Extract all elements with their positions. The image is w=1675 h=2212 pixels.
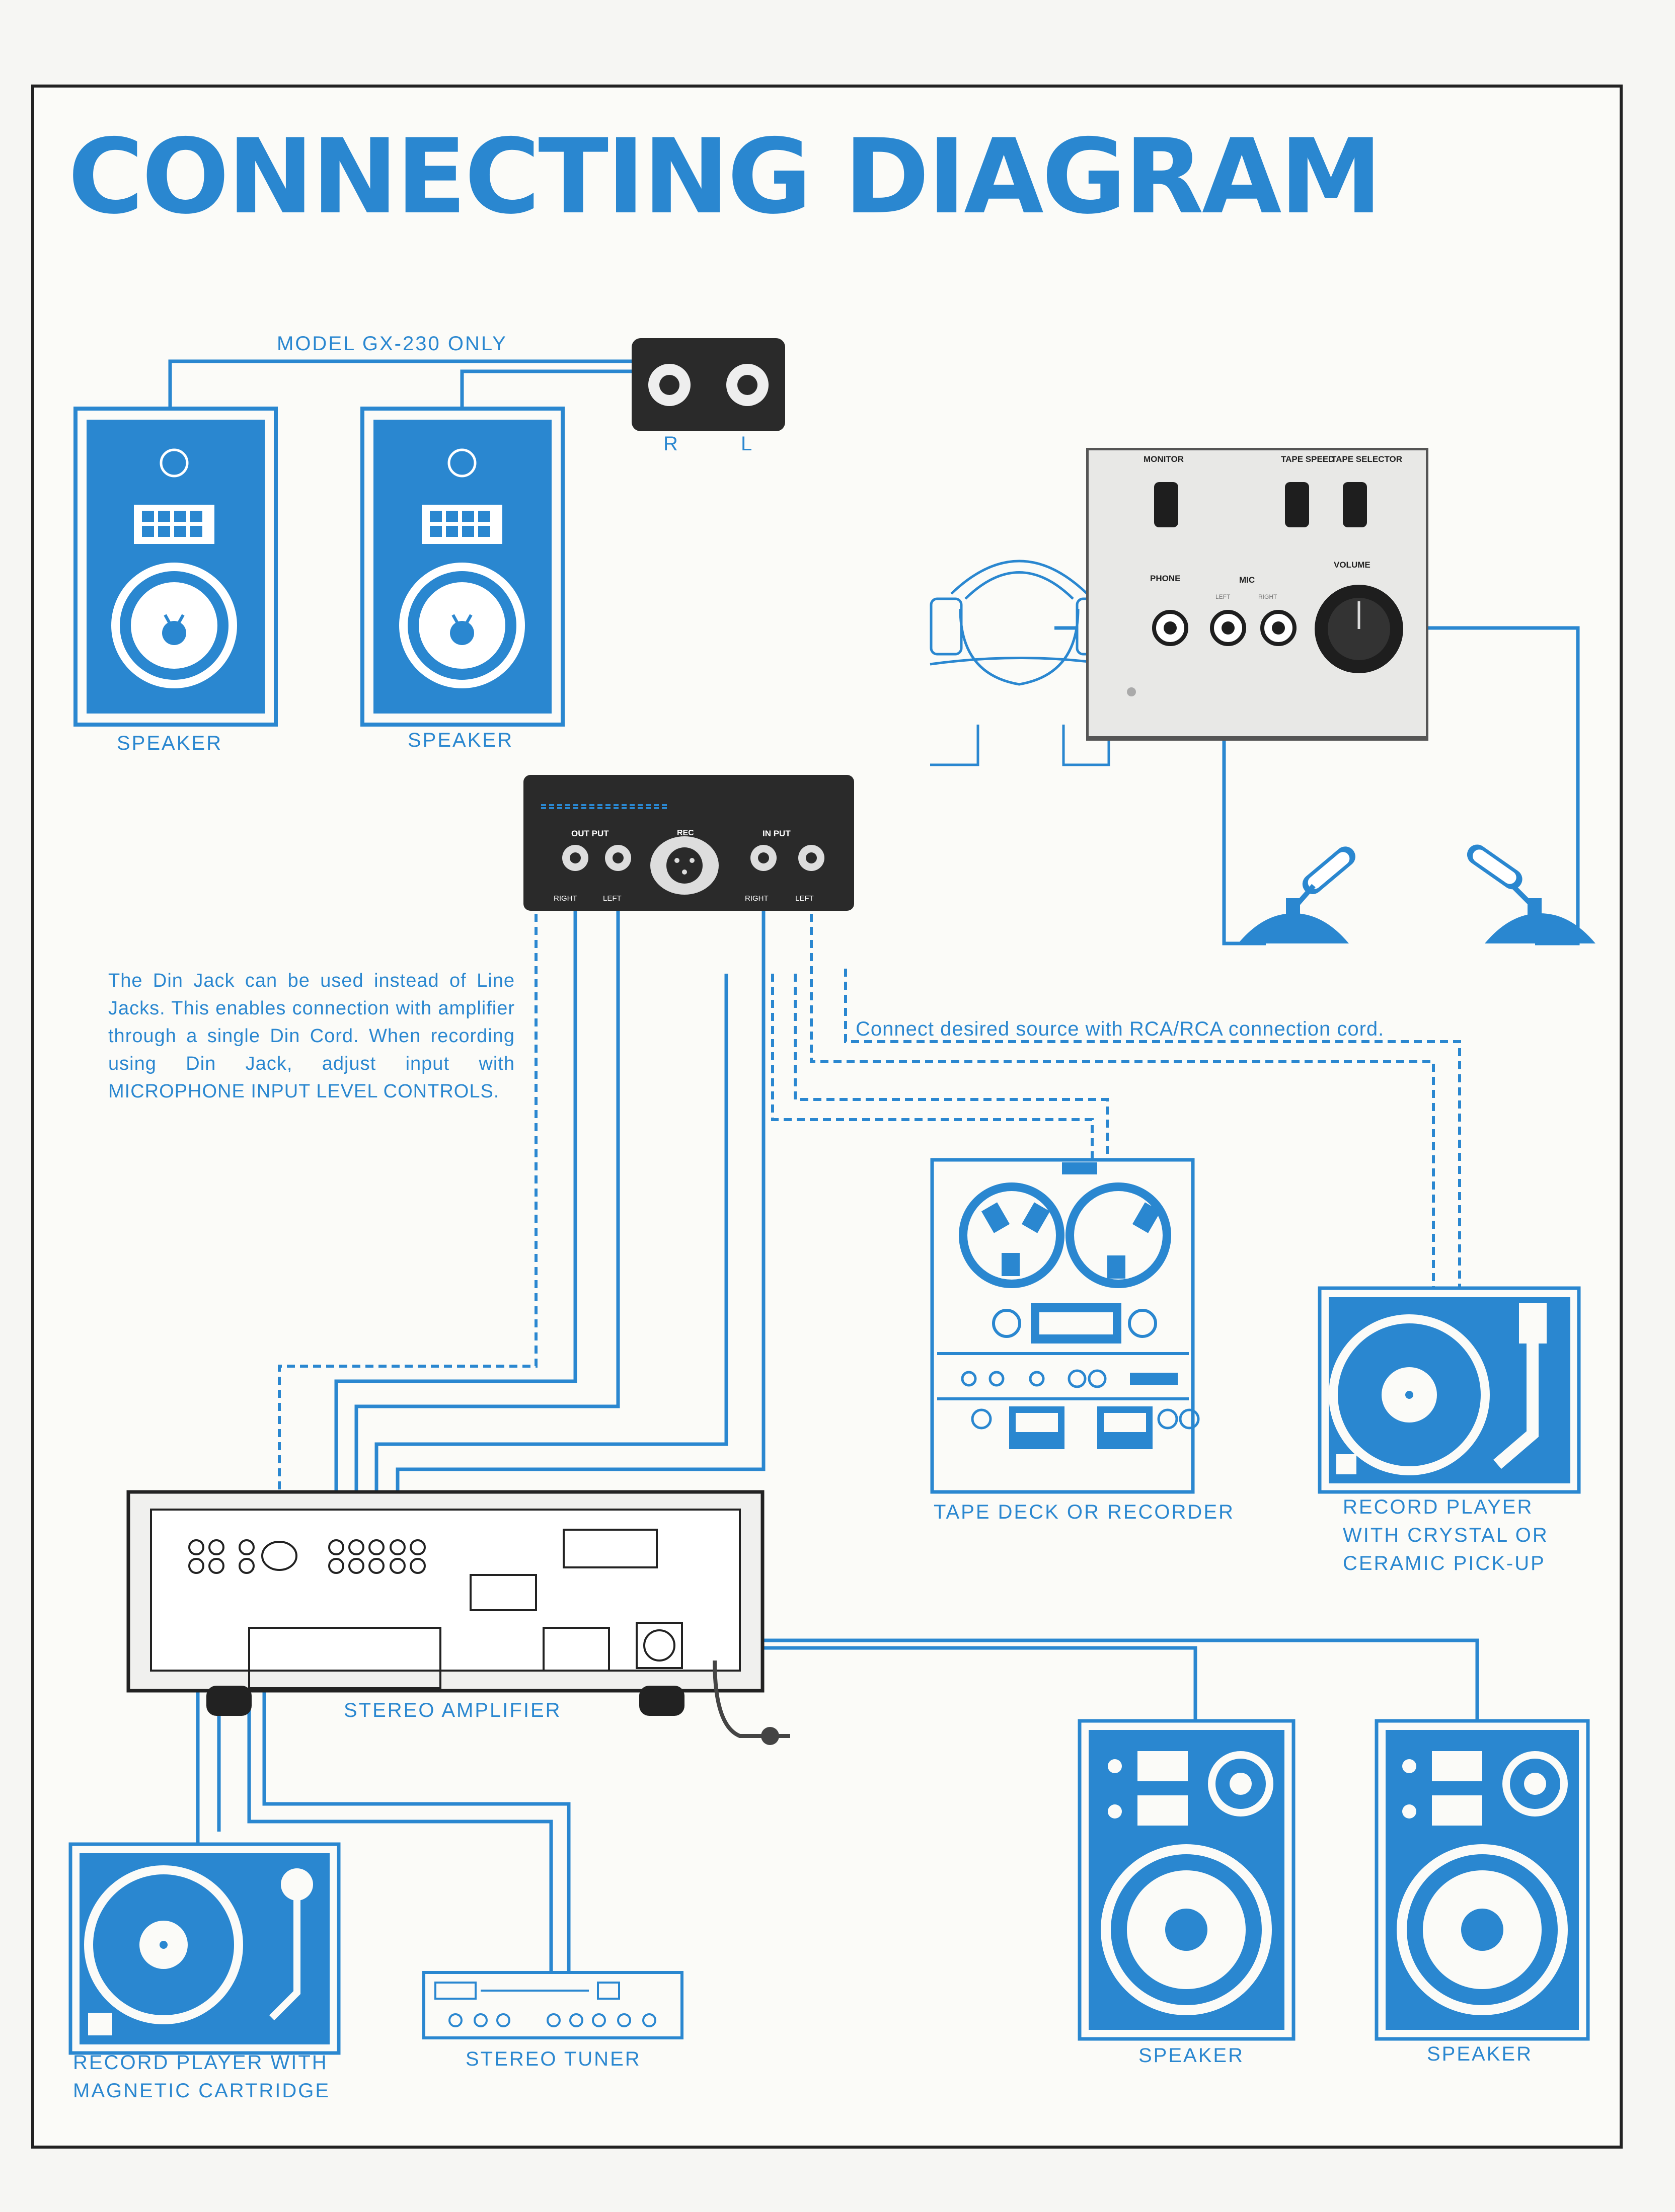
in-left-label: LEFT [795, 894, 814, 903]
io-panel: OUT PUT IN PUT REC RIGHT LEFT RIGHT LEFT [523, 775, 854, 911]
speaker-bottom-left [1078, 1719, 1296, 2041]
record-player-crystal-label-1: RECORD PLAYER [1343, 1496, 1533, 1518]
out-right-label: RIGHT [554, 894, 577, 903]
rca-dashed-3 [794, 974, 1109, 1160]
speaker-bottom-left-label: SPEAKER [1138, 2044, 1244, 2067]
din-jack-note: The Din Jack can be used instead of Line… [108, 970, 515, 1102]
output-label: OUT PUT [571, 829, 609, 838]
tape-speed-switch[interactable] [1285, 482, 1309, 527]
record-player-magnetic-label-2: MAGNETIC CARTRIDGE [73, 2080, 330, 2102]
dashed-cables [278, 901, 1461, 1530]
record-player-crystal-label-3: CERAMIC PICK-UP [1343, 1552, 1546, 1574]
din-dashed-cable [278, 901, 538, 1530]
rca-dashed-2 [810, 901, 1435, 1288]
microphone-left [1238, 846, 1355, 943]
mic-label: MIC [1239, 575, 1255, 585]
stereo-tuner [422, 1971, 683, 2039]
mic-left-label: LEFT [1215, 593, 1231, 600]
tape-deck-label: TAPE DECK OR RECORDER [934, 1501, 1235, 1523]
cable-amp-to-speaker-right [684, 1638, 1479, 1721]
monitor-label: MONITOR [1144, 454, 1184, 464]
speaker-bottom-right [1375, 1719, 1590, 2041]
in-right-label: RIGHT [745, 894, 769, 903]
record-player-crystal [1318, 1286, 1581, 1494]
speaker-bottom-right-label: SPEAKER [1427, 2043, 1533, 2065]
record-player-magnetic-label-1: RECORD PLAYER WITH [73, 2051, 328, 2074]
cable-out-right [334, 901, 577, 1530]
volume-label: VOLUME [1334, 560, 1371, 570]
control-panel: MONITOR TAPE SPEED TAPE SELECTOR PHONE M… [1086, 448, 1428, 741]
headphone-user [930, 560, 1110, 766]
model-note: MODEL GX-230 ONLY [277, 333, 507, 355]
rca-note: Connect desired source with RCA/RCA conn… [856, 1018, 1384, 1040]
speaker-top-right [360, 407, 565, 727]
tape-speed-label: TAPE SPEED [1281, 454, 1334, 464]
stereo-amplifier [126, 1490, 790, 1745]
microphone-right [1467, 844, 1595, 943]
record-player-crystal-label-2: WITH CRYSTAL OR [1343, 1524, 1549, 1546]
rl-jack-plate [632, 338, 785, 431]
cable-speaker-left-to-jack-r [168, 359, 669, 409]
cable-speaker-right-to-jack-l [460, 369, 655, 409]
speaker-top-right-label: SPEAKER [408, 729, 513, 751]
out-left-label: LEFT [603, 894, 622, 903]
stereo-tuner-label: STEREO TUNER [466, 2048, 641, 2070]
cable-in-left [374, 974, 728, 1530]
speaker-top-left [73, 407, 278, 727]
jack-r-label: R [663, 433, 679, 455]
stereo-amplifier-label: STEREO AMPLIFIER [344, 1699, 562, 1721]
cable-amp-to-tuner-1 [247, 1640, 553, 1972]
cable-out-left [354, 901, 620, 1530]
speaker-top-left-label: SPEAKER [117, 732, 222, 754]
cable-amp-to-tuner-2 [262, 1640, 571, 1972]
rca-dashed-4 [771, 974, 1094, 1160]
mic-right-label: RIGHT [1258, 593, 1277, 600]
page-title: CONNECTING DIAGRAM [68, 117, 1383, 237]
rca-dashed-source [844, 969, 1461, 1288]
record-player-magnetic [68, 1842, 341, 2055]
tape-selector-label: TAPE SELECTOR [1331, 454, 1402, 464]
phone-label: PHONE [1150, 574, 1180, 583]
tape-deck [930, 1158, 1200, 1494]
cable-amp-to-speaker-left [684, 1646, 1197, 1721]
rec-label: REC [677, 829, 694, 837]
tape-selector-switch[interactable] [1343, 482, 1367, 527]
monitor-switch[interactable] [1154, 482, 1178, 527]
input-label: IN PUT [763, 829, 791, 838]
jack-l-label: L [741, 433, 753, 455]
